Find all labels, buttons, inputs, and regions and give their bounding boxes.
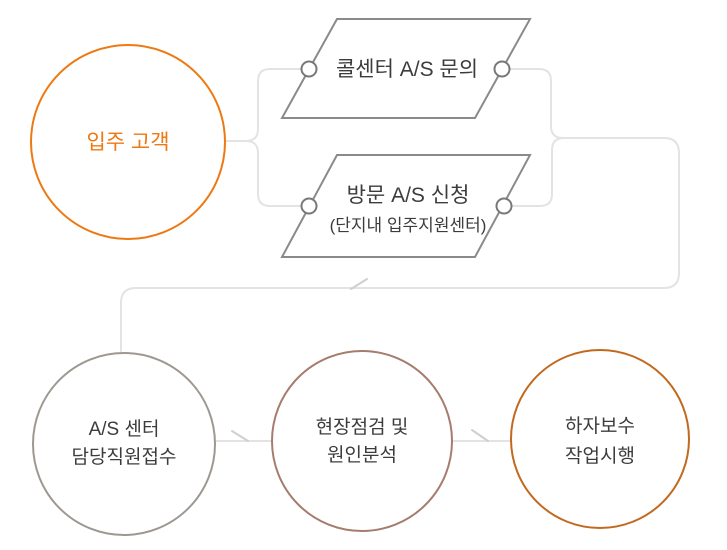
arrow-barb-left-icon	[350, 278, 368, 290]
reception-label-line2: 담당직원접수	[72, 446, 177, 468]
connector-callcenter-merge	[508, 68, 564, 139]
customer-circle	[30, 44, 226, 240]
repair-circle	[510, 349, 690, 529]
arrow-barb-right-icon-1	[231, 430, 249, 442]
visit-parallelogram	[280, 154, 532, 258]
inspection-label-line2: 원인분석	[327, 444, 397, 466]
arrow-barb-right-icon-2	[471, 429, 489, 442]
reception-circle	[32, 352, 216, 536]
reception-label-line1: A/S 센터	[89, 418, 160, 440]
visit-sublabel: (단지내 입주지원센터)	[330, 216, 487, 235]
connector-dot-callcenter-right	[493, 60, 511, 78]
callcenter-label: 콜센터 A/S 문의	[336, 58, 478, 81]
callcenter-parallelogram	[280, 18, 532, 119]
inspection-label-line1: 현장점검 및	[316, 416, 409, 438]
connector-customer-to-callcenter	[221, 68, 303, 142]
inspection-circle	[271, 350, 453, 532]
connector-merge-to-reception	[120, 137, 680, 352]
repair-label-line1: 하자보수	[565, 415, 635, 437]
connector-dot-visit-right	[495, 197, 513, 215]
connector-dot-visit-left	[300, 197, 318, 215]
visit-label: 방문 A/S 신청	[347, 184, 470, 207]
connector-customer-to-visit	[221, 140, 303, 207]
connector-visit-merge	[510, 137, 565, 207]
repair-label-line2: 작업시행	[565, 445, 635, 467]
customer-label: 입주 고객	[86, 131, 169, 154]
connector-dot-callcenter-left	[300, 60, 318, 78]
